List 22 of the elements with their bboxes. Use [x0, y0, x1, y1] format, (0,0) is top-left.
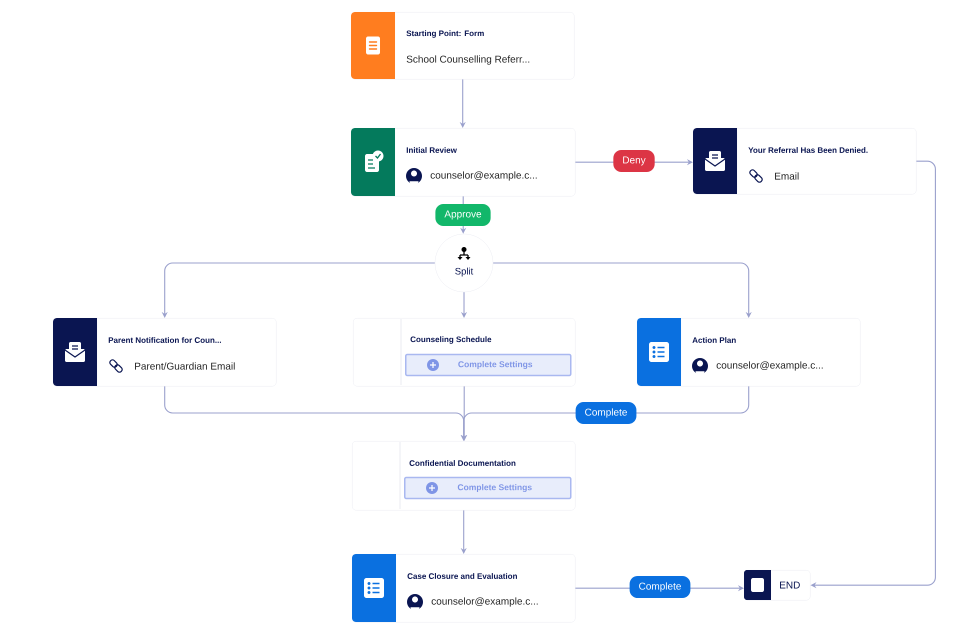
card-subtitle: School Counselling Referr... — [406, 55, 530, 65]
card-title: Action Plan — [692, 337, 736, 343]
card-title: Initial Review — [406, 147, 457, 153]
node-label: Split — [455, 268, 474, 276]
node-label: END — [780, 582, 800, 588]
card-title: Confidential Documentation — [410, 460, 516, 466]
card-subtitle: counselor@example.c... — [430, 171, 537, 181]
settings-button: Complete Settings — [404, 476, 572, 500]
edge-label: Complete — [630, 576, 690, 598]
card-subtitle: Parent/Guardian Email — [135, 362, 235, 370]
settings-button: Complete Settings — [405, 354, 572, 376]
card-title: Parent Notification for Coun... — [108, 337, 221, 343]
edge-label: Deny — [613, 150, 655, 172]
edge-label: Approve — [435, 204, 491, 226]
card-title: Counseling Schedule — [410, 336, 492, 344]
card-title: Your Referral Has Been Denied. — [748, 147, 868, 153]
card-subtitle: counselor@example.c... — [432, 597, 538, 607]
card-title: Case Closure and Evaluation — [408, 573, 517, 579]
edge-label: Complete — [576, 402, 636, 424]
card-subtitle: counselor@example.c... — [716, 361, 823, 371]
card-subtitle: Email — [775, 172, 799, 180]
card-title: Starting Point: Form — [406, 30, 484, 38]
